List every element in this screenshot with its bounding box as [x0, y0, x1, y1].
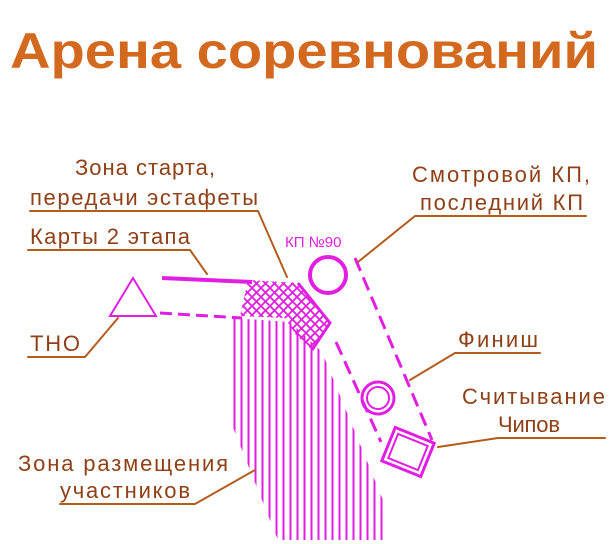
start-zone-leader-line	[29, 210, 288, 278]
viewing-cp-label-line2: последний КП	[420, 190, 583, 215]
chip-reading-label-line1: Считывание	[462, 384, 605, 409]
tno-label: ТНО	[30, 331, 80, 356]
viewing-cp-label-line1: Смотровой КП,	[412, 162, 590, 187]
stage2-maps-leader-line	[27, 249, 208, 275]
start-zone-crosshatch	[240, 280, 330, 350]
finish-leader-line	[409, 352, 541, 381]
finish-corridor-left-line	[334, 341, 383, 443]
start-zone-border	[296, 282, 332, 351]
label-stage2-maps: Карты 2 этапа	[27, 224, 208, 275]
finish-circle-inner-icon	[366, 386, 390, 410]
label-tno: ТНО	[27, 317, 119, 358]
finish-label: Финиш	[458, 327, 538, 352]
tno-triangle-icon	[108, 276, 158, 317]
chip-reading-leader-line	[437, 437, 606, 448]
label-finish: Финиш	[409, 327, 541, 381]
chip-reading-label-line2: Чипов	[498, 412, 560, 437]
label-participants-zone: Зона размещения участников	[18, 451, 256, 505]
viewing-cp-circle-icon	[308, 255, 348, 295]
participants-zone-hatch	[232, 318, 383, 540]
finish-circle-icon	[360, 380, 396, 416]
participants-zone-label-line2: участников	[60, 478, 190, 503]
finish-corridor-right-line	[353, 257, 434, 441]
chip-reader-box-icon	[379, 425, 437, 479]
viewing-cp-leader-line	[357, 215, 587, 263]
start-corridor-solid-line	[161, 276, 253, 284]
participants-zone-leader-line	[59, 469, 256, 505]
start-zone-label-line2: передачи эстафеты	[30, 185, 258, 210]
cp-number-label: КП №90	[285, 234, 341, 251]
diagram-title: Арена соревнований	[10, 23, 598, 79]
stage2-maps-label: Карты 2 этапа	[30, 224, 191, 249]
label-viewing-cp: Смотровой КП, последний КП	[357, 162, 590, 263]
label-chip-reading: Считывание Чипов	[437, 384, 606, 448]
participants-zone-label-line1: Зона размещения	[18, 451, 228, 476]
start-corridor-dashed-line	[159, 311, 243, 320]
tno-leader-line	[27, 317, 119, 358]
start-zone-label-line1: Зона старта,	[75, 155, 215, 180]
label-start-zone: Зона старта, передачи эстафеты	[29, 155, 288, 278]
